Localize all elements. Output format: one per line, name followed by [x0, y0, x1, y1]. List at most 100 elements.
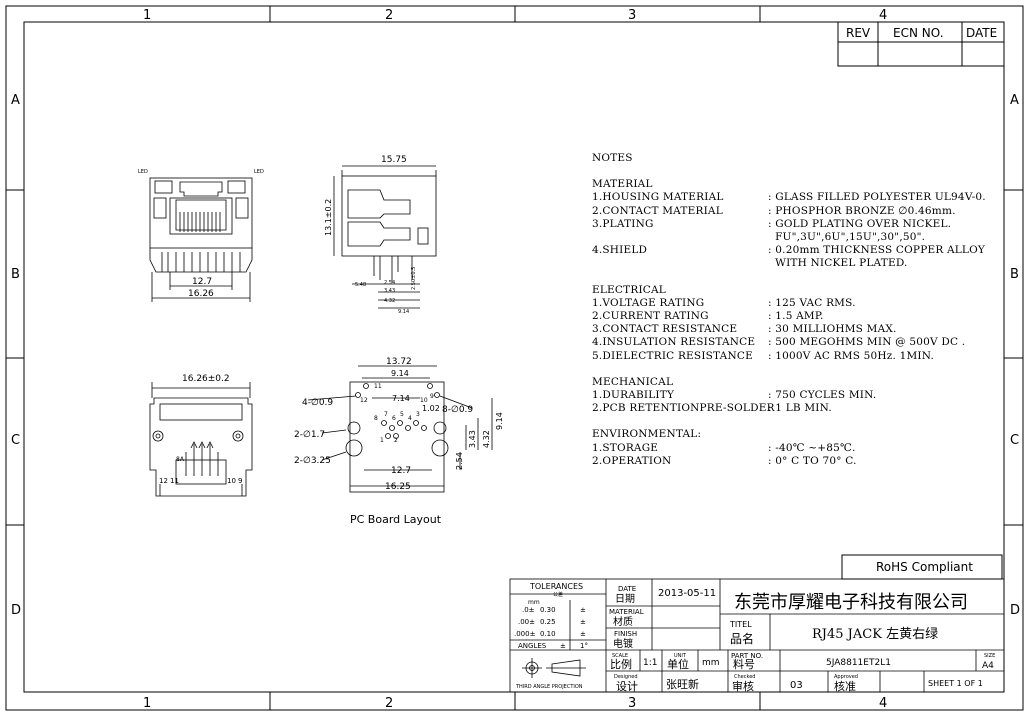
pcb-dim-1-02: 1.02 — [422, 404, 440, 413]
notes-item: 3.CONTACT RESISTANCE : 30 MILLIOHMS MAX. — [592, 323, 986, 336]
notes-item-value: : 30 MILLIOHMS MAX. — [768, 323, 897, 336]
company-name: 东莞市厚耀电子科技有限公司 — [734, 592, 968, 613]
ecn-header: ECN NO. — [893, 26, 944, 40]
dim-front-16-26: 16.26 — [188, 289, 214, 299]
unit-value: mm — [702, 658, 720, 668]
tol-row-2-a: .00± — [518, 618, 535, 626]
rohs-box: RoHS Compliant — [841, 554, 1003, 580]
finish-label: FINISH — [614, 630, 637, 638]
tolerances-label: TOLERANCES — [529, 582, 583, 591]
date-header: DATE — [966, 26, 997, 40]
tolerances-cn: 公差 — [553, 591, 563, 598]
scale-cn: 比例 — [610, 657, 632, 671]
notes-item-key: 3.CONTACT RESISTANCE — [592, 323, 738, 336]
date-label: DATE — [618, 585, 636, 593]
pcb-pin-3: 3 — [416, 411, 420, 418]
notes-item: 2.PCB RETENTIONPRE-SOLDER: 1 LB MIN. — [592, 402, 986, 415]
row-label-b-right: B — [1010, 267, 1019, 282]
pcb-pin-7: 7 — [384, 411, 388, 418]
revision-block: REV ECN NO. DATE — [837, 21, 1005, 67]
notes-item: 3.PLATING: GOLD PLATING OVER NICKEL. — [592, 218, 986, 231]
pcb-hole-2b-label: 2-∅3.25 — [294, 456, 331, 466]
notes-item: 1.HOUSING MATERIAL: GLASS FILLED POLYEST… — [592, 191, 986, 204]
notes-item-key: 1.STORAGE — [592, 441, 659, 454]
notes-item-value: : 125 VAC RMS. — [768, 296, 856, 309]
pcb-dim-13-72: 13.72 — [386, 357, 412, 367]
notes-item-key: 3.PLATING — [592, 217, 654, 230]
notes-item-key: 4.INSULATION RESISTANCE — [592, 336, 756, 349]
unit-cn: 单位 — [667, 657, 689, 671]
tol-row-2-b: 0.25 — [540, 618, 556, 626]
pcb-layout — [307, 365, 493, 493]
scale-label: SCALE — [612, 653, 628, 659]
notes-item-key: 4.SHIELD — [592, 244, 648, 257]
notes-item-value: : 750 CYCLES MIN. — [768, 389, 877, 402]
part-number: 5JA8811ET2L1 — [826, 658, 891, 668]
notes-section-heading: MECHANICAL — [592, 375, 674, 388]
unit-label: UNIT — [674, 653, 687, 659]
size-label: SIZE — [984, 653, 995, 659]
pcb-hole-4-label: 4-∅0.9 — [302, 398, 333, 408]
tol-row-1-b: 0.30 — [540, 606, 556, 614]
notes-item-key — [592, 257, 768, 270]
notes-item: 5.DIELECTRIC RESISTANCE : 1000V AC RMS 50… — [592, 350, 986, 363]
pcb-pin-1: 1 — [380, 437, 384, 444]
sheet-label: SHEET 1 OF 1 — [928, 679, 983, 688]
dim-side-2-54: 2.54 — [384, 280, 395, 286]
notes-title: NOTES — [592, 152, 633, 164]
pin-12-label: 12 — [159, 477, 168, 485]
dim-side-15-75: 15.75 — [381, 155, 407, 165]
col-label-3-bottom: 3 — [628, 696, 636, 711]
date-cn: 日期 — [615, 593, 635, 605]
pcb-dim-9-14-vertical: 9.14 — [495, 412, 504, 430]
scale-value: 1:1 — [643, 658, 657, 668]
rev-header: REV — [846, 26, 871, 40]
pcb-pin-8: 8 — [374, 415, 378, 422]
notes-item-key: 2.PCB RETENTIONPRE-SOLDER — [592, 402, 775, 415]
notes-item: FU",3U",6U",15U",30",50". — [592, 231, 986, 244]
notes-item: 1.VOLTAGE RATING: 125 VAC RMS. — [592, 297, 986, 310]
side-view — [333, 165, 437, 309]
tol-row-3-a: .000± — [514, 630, 536, 638]
size-value: A4 — [982, 661, 994, 671]
notes-item-value: : GLASS FILLED POLYESTER UL94V-0. — [768, 191, 986, 204]
titel-label: TITEL — [729, 620, 752, 629]
col-label-2-bottom: 2 — [385, 696, 393, 711]
dim-side-3-43: 3.43 — [384, 288, 395, 294]
tol-mm: mm — [528, 599, 540, 606]
dim-side-5-48: 5.48 — [355, 282, 366, 288]
angles-label: ANGLES — [518, 642, 547, 650]
title-value: RJ45 JACK 左黄右绿 — [812, 627, 938, 642]
col-label-4-bottom: 4 — [879, 696, 887, 711]
notes-item-value: : 0.20mm THICKNESS COPPER ALLOY — [768, 244, 986, 257]
notes-item-value: FU",3U",6U",15U",30",50". — [768, 231, 926, 244]
notes-item-value: : -40℃ ~+85℃. — [768, 441, 856, 454]
pcb-dim-4-32: 4.32 — [482, 430, 491, 448]
notes-item: WITH NICKEL PLATED. — [592, 257, 986, 270]
dim-side-9-14: 9.14 — [398, 309, 409, 315]
dim-side-4-32: 4.32 — [384, 298, 395, 304]
col-label-1-top: 1 — [143, 8, 151, 23]
row-label-c-right: C — [1010, 433, 1019, 448]
pcb-pin-4: 4 — [408, 415, 412, 422]
pcb-dim-9-14: 9.14 — [391, 369, 409, 378]
notes-item: 2.CURRENT RATING: 1.5 AMP. — [592, 310, 986, 323]
checked-cn: 审核 — [732, 679, 754, 693]
pcb-pin-12: 12 — [360, 397, 368, 404]
row-label-d-right: D — [1010, 603, 1020, 618]
row-label-b-left: B — [11, 267, 20, 282]
material-label: MATERIAL — [609, 608, 644, 616]
notes-section-heading: MATERIAL — [592, 178, 653, 191]
front-view-top — [149, 177, 253, 302]
pcb-pin-10: 10 — [420, 397, 428, 404]
pcb-caption: PC Board Layout — [350, 513, 442, 526]
notes-item: 1.DURABILITY: 750 CYCLES MIN. — [592, 389, 986, 402]
tol-row-3-c: ± — [580, 630, 586, 638]
notes-item-value: : 1000V AC RMS 50Hz. 1MIN. — [768, 349, 935, 362]
notes-item-key: 5.DIELECTRIC RESISTANCE — [592, 349, 753, 362]
angles-value: 1° — [580, 642, 588, 650]
pcb-pin-labels: 12 11 10 9 8 7 6 5 4 3 2 1 — [360, 383, 434, 444]
approved-cn: 核准 — [834, 679, 856, 693]
notes-item-key: 2.CURRENT RATING — [592, 310, 709, 323]
